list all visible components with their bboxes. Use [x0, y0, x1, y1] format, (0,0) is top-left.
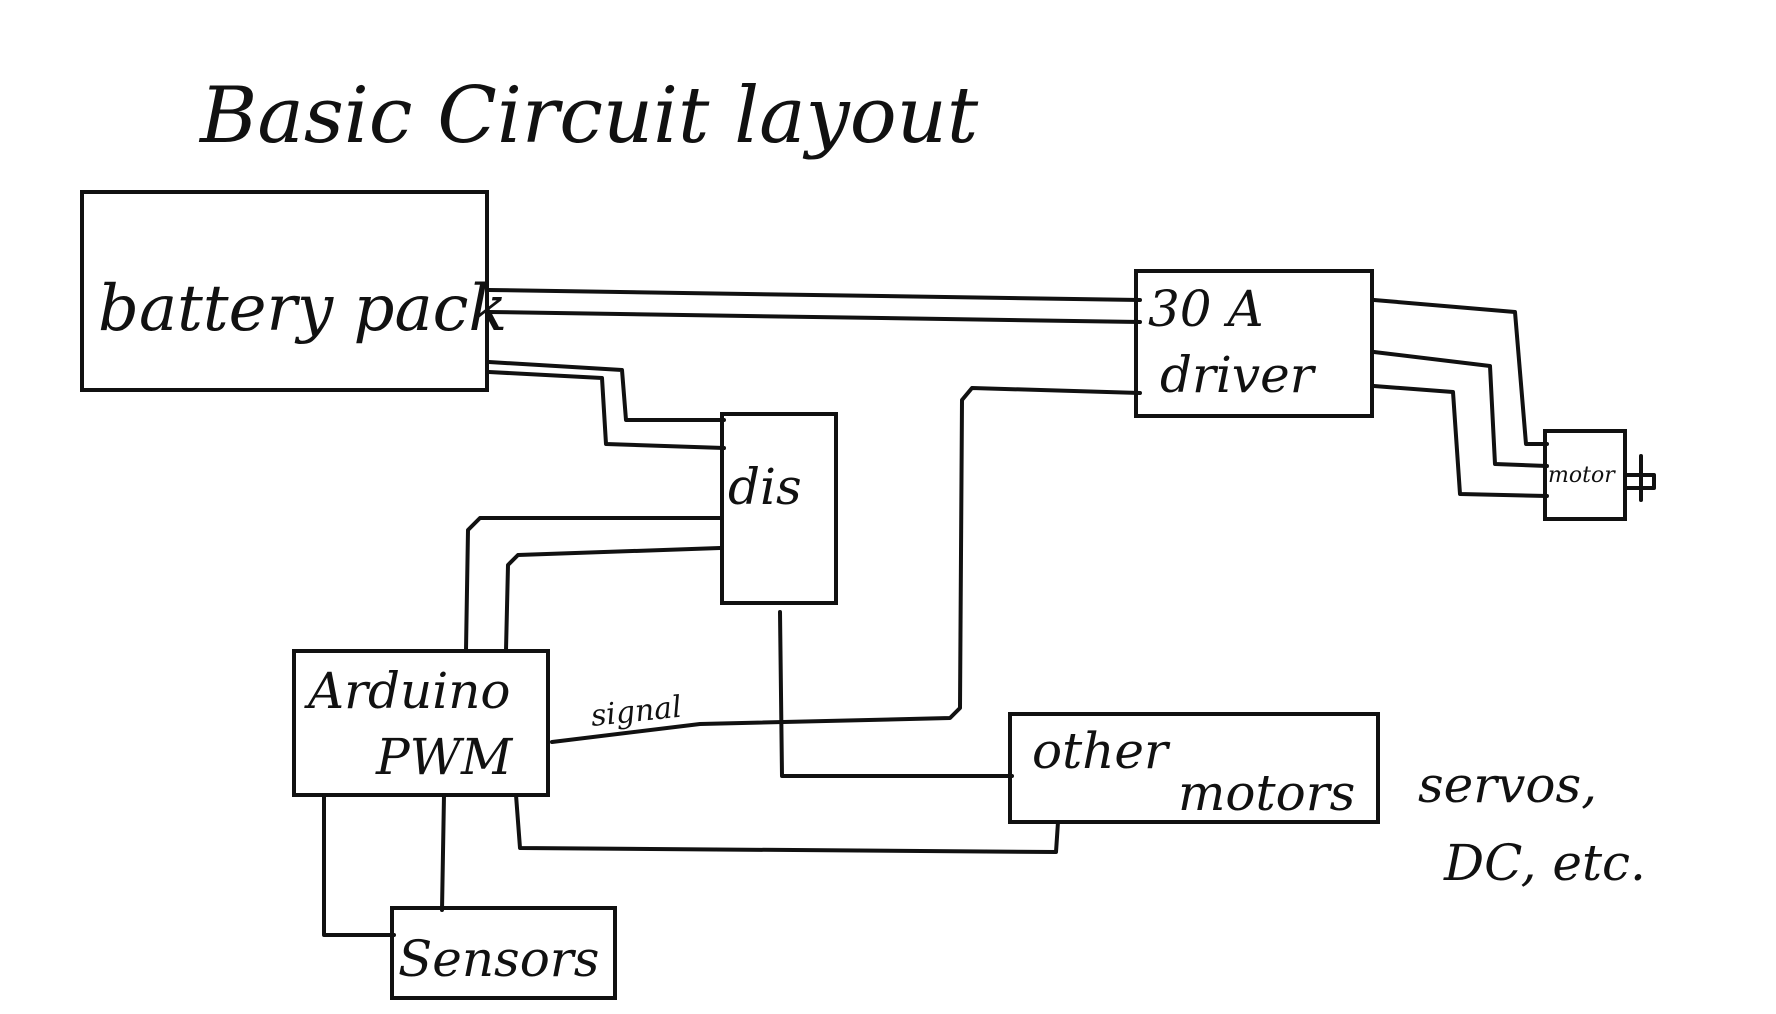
- battery-to-dis-wire-2: [487, 370, 726, 450]
- driver-to-motor-wire-1: [1372, 298, 1549, 446]
- driver-label-line1: 30 A: [1148, 280, 1264, 338]
- servos-annotation-line2: DC, etc.: [1443, 834, 1646, 892]
- arduino-to-sensors-wire-2: [440, 793, 446, 912]
- driver-to-motor-wire-3: [1372, 384, 1549, 498]
- driver-box: [1134, 269, 1374, 418]
- signal-wire: [550, 386, 1142, 744]
- dis-to-arduino-wire-2: [504, 546, 722, 652]
- dis-to-other-motors-wire: [778, 610, 1014, 778]
- battery-to-driver-wire-1: [487, 288, 1142, 302]
- driver-label-line2: driver: [1160, 346, 1317, 404]
- diagram-title: Basic Circuit layout: [198, 71, 979, 161]
- arduino-to-other-motors-wire: [514, 793, 1060, 854]
- servos-annotation-line1: servos,: [1418, 756, 1597, 814]
- battery-pack-box: [80, 190, 489, 392]
- sensors-box: [390, 906, 617, 1000]
- arduino-to-sensors-wire-1: [322, 793, 396, 937]
- motor-label: motor: [1548, 463, 1616, 488]
- dis-to-arduino-wire-1: [464, 516, 722, 652]
- dis-box: [720, 412, 838, 605]
- other-motors-label-line2: motors: [1178, 764, 1355, 822]
- sensors-label: Sensors: [398, 930, 599, 988]
- battery-pack-label: battery pack: [98, 272, 507, 346]
- arduino-label-line2: PWM: [375, 728, 514, 786]
- battery-to-dis-wire-1: [487, 360, 726, 422]
- dis-label: dis: [728, 458, 802, 516]
- arduino-box: [292, 649, 550, 797]
- battery-to-driver-wire-2: [487, 310, 1142, 324]
- other-motors-box: [1008, 712, 1380, 824]
- arduino-label-line1: Arduino: [304, 662, 511, 720]
- driver-to-motor-wire-2: [1372, 350, 1549, 468]
- other-motors-label-line1: other: [1032, 722, 1171, 780]
